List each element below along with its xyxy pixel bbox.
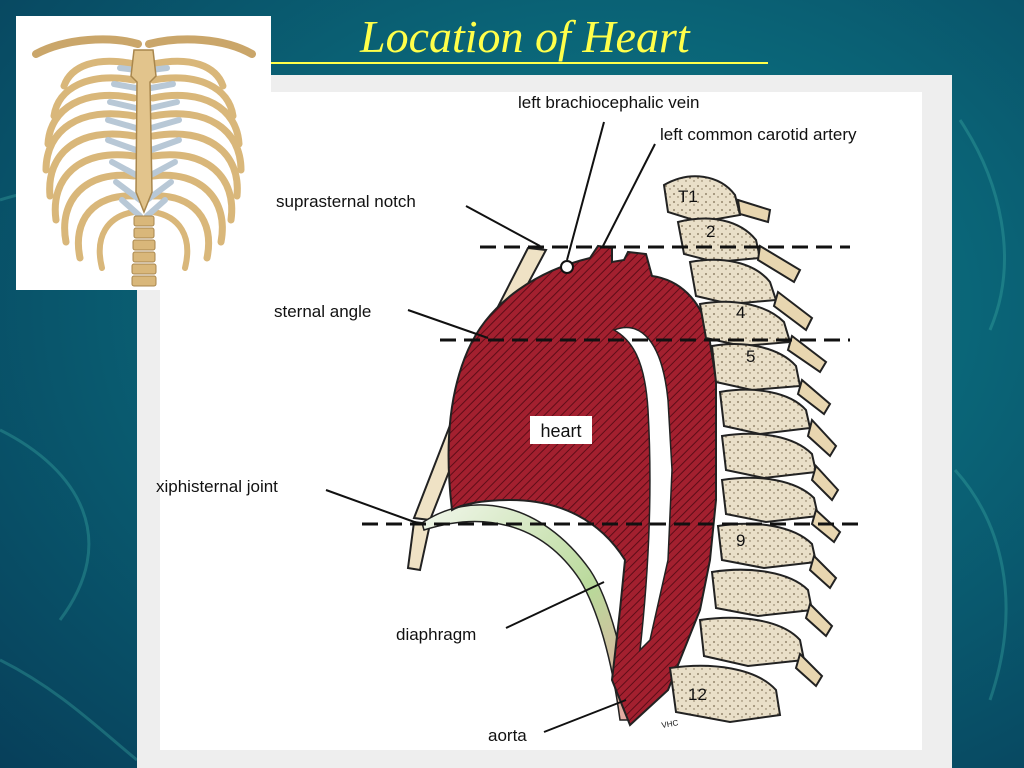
- label-left-brachiocephalic-vein: left brachiocephalic vein: [518, 93, 699, 112]
- vertebra-11: [698, 616, 806, 668]
- reference-lines: [362, 245, 866, 526]
- vertebra-label-4: 4: [736, 303, 745, 322]
- ribcage-sternum: [130, 49, 157, 215]
- heart-shape: [447, 244, 717, 727]
- label-left-common-carotid-artery: left common carotid artery: [660, 125, 857, 144]
- spinous-processes: [736, 198, 842, 688]
- cartilage-right: [144, 65, 182, 219]
- label-suprasternal-notch: suprasternal notch: [276, 192, 416, 211]
- aortic-gap: [612, 326, 673, 653]
- vertebra-label-2: 2: [706, 222, 715, 241]
- leader-lines: [325, 121, 656, 733]
- vertebra-label-t1: T1: [678, 187, 698, 206]
- vertebra-4: [698, 300, 792, 348]
- ribs-right: [149, 57, 245, 271]
- vertebra-label-5: 5: [746, 347, 755, 366]
- vertebral-column: [662, 175, 820, 724]
- vertebra-9: [716, 522, 818, 570]
- label-heart: heart: [540, 421, 581, 441]
- artist-signature: VHC: [661, 718, 679, 730]
- right-clavicle: [145, 35, 256, 58]
- vein-marker: [560, 260, 574, 274]
- ribs-left: [42, 57, 138, 271]
- vertebra-8: [720, 476, 820, 524]
- vertebra-t1: [662, 175, 742, 224]
- vertebra-3: [688, 258, 778, 306]
- label-diaphragm: diaphragm: [396, 625, 476, 644]
- heart-label-box: [530, 416, 592, 444]
- label-aorta: aorta: [488, 726, 527, 745]
- title-underline: [270, 62, 768, 64]
- slide-title: Location of Heart: [360, 11, 690, 62]
- label-xiphisternal-joint: xiphisternal joint: [156, 477, 278, 496]
- vertebra-label-9: 9: [736, 531, 745, 550]
- ribcage-inset: [16, 16, 271, 290]
- vertebra-6: [718, 388, 812, 436]
- vertebra-label-12: 12: [688, 685, 707, 704]
- left-clavicle: [32, 35, 142, 58]
- vertebra-10: [710, 568, 814, 618]
- label-sternal-angle: sternal angle: [274, 302, 371, 321]
- vertebra-7: [720, 432, 818, 480]
- ribcage-spine: [131, 215, 157, 287]
- vertebra-12: [668, 664, 782, 724]
- ribcage-illustration: [32, 35, 256, 287]
- vertebra-5: [710, 343, 802, 392]
- vertebra-2: [676, 217, 762, 264]
- diaphragm-shape: [421, 504, 633, 721]
